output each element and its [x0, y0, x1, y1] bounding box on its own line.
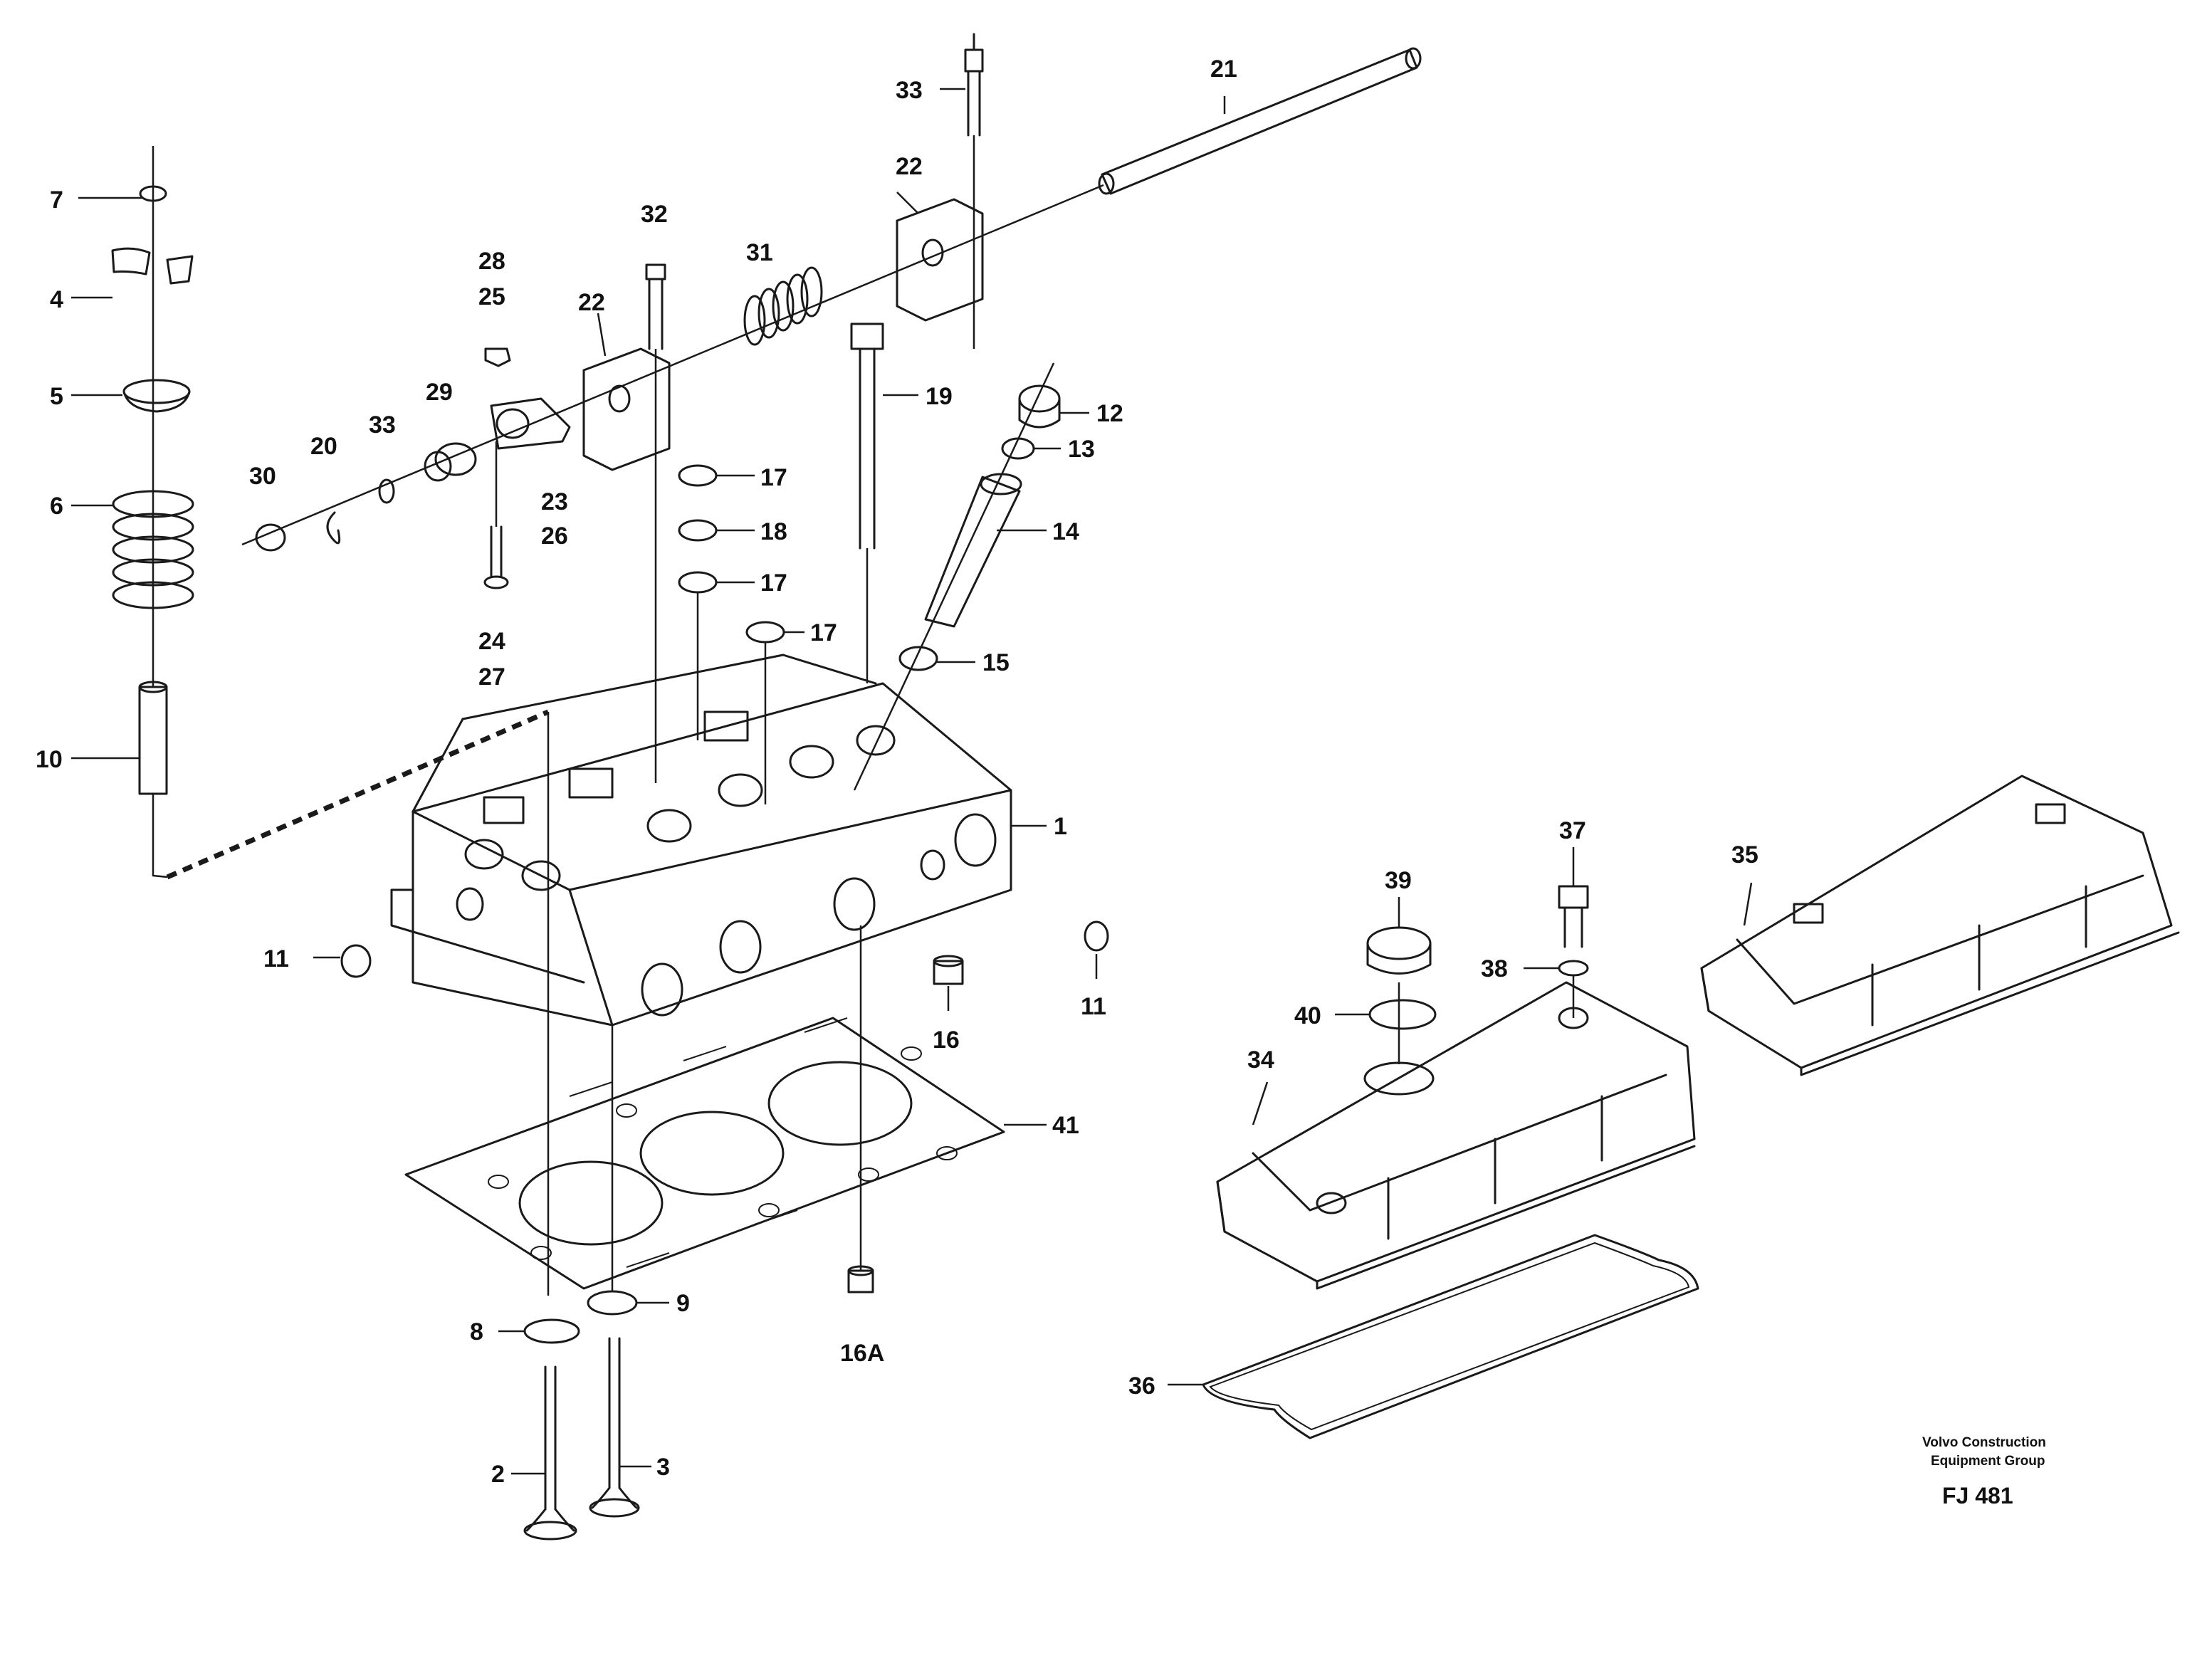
label-4: 4: [50, 286, 63, 313]
washer-33: [378, 478, 395, 504]
publisher-credit: Volvo Construction Equipment Group FJ 48…: [1922, 1435, 2046, 1508]
plug-11a: [340, 944, 372, 978]
label-13: 13: [1068, 436, 1095, 463]
valve-seal-8: [523, 1318, 580, 1344]
cylinder-head: [390, 654, 1012, 1027]
cover-bolt-37: [1558, 885, 1589, 948]
label-9: 9: [676, 1290, 690, 1317]
label-26: 26: [541, 523, 568, 550]
valve-cover-34: [1216, 981, 1696, 1290]
rocker-shaft-21: [1098, 47, 1422, 195]
label-3: 3: [656, 1454, 670, 1481]
label-2: 2: [491, 1461, 505, 1488]
valve-cover-35: [1700, 775, 2180, 1076]
label-8: 8: [470, 1318, 483, 1345]
label-24: 24: [478, 628, 505, 655]
label-12: 12: [1096, 400, 1123, 427]
label-41: 41: [1052, 1112, 1079, 1139]
circlip-20: [326, 511, 341, 545]
bushing-29: [424, 442, 477, 482]
washer-18: [678, 519, 718, 542]
label-1: 1: [1054, 813, 1067, 840]
label-33a: 33: [369, 411, 396, 439]
label-30: 30: [249, 463, 276, 490]
collet-4: [111, 247, 151, 276]
head-gasket: [404, 1017, 1005, 1290]
label-6: 6: [50, 493, 63, 520]
rocker-bracket-22b: [896, 198, 984, 322]
label-10: 10: [36, 746, 63, 773]
washer-17a: [678, 464, 718, 487]
valve-seal-9: [587, 1290, 638, 1316]
credit-line2: Equipment Group: [1931, 1454, 2045, 1469]
valve-guide-10: [138, 681, 168, 795]
label-22a: 22: [578, 289, 605, 316]
label-20: 20: [310, 433, 337, 460]
label-17c: 17: [810, 619, 837, 646]
collet-4b: [166, 255, 194, 285]
plug-30: [255, 523, 286, 552]
label-11a: 11: [263, 945, 289, 972]
label-14: 14: [1052, 518, 1079, 545]
label-22b: 22: [896, 153, 923, 180]
label-36: 36: [1128, 1373, 1155, 1400]
cover-gasket-36: [1202, 1234, 1699, 1439]
cap-seal-40: [1368, 999, 1437, 1030]
label-28: 28: [478, 248, 505, 275]
label-37: 37: [1559, 817, 1586, 844]
nozzle-holder-12: [1018, 384, 1061, 429]
label-15: 15: [982, 649, 1010, 676]
label-17a: 17: [760, 464, 787, 491]
rocker-arm-23: [490, 397, 571, 450]
label-29: 29: [426, 379, 453, 406]
label-32: 32: [641, 201, 668, 228]
washer-17c: [745, 621, 785, 644]
nut-28: [484, 347, 511, 367]
label-19: 19: [926, 383, 953, 410]
label-7: 7: [50, 187, 63, 214]
leader-lines: [71, 88, 1753, 1475]
label-17b: 17: [760, 570, 787, 597]
seal-13: [1001, 437, 1035, 460]
label-38: 38: [1481, 955, 1508, 982]
label-16: 16: [933, 1027, 960, 1054]
label-27: 27: [478, 663, 505, 691]
bolt-32: [645, 263, 666, 350]
label-5: 5: [50, 383, 63, 410]
seal-15: [898, 646, 938, 671]
bolt-33: [964, 33, 984, 137]
nozzle-sleeve-14: [924, 473, 1022, 628]
label-25: 25: [478, 283, 505, 310]
credit-line1: Volvo Construction: [1922, 1435, 2046, 1450]
oil-cap-39: [1366, 926, 1432, 975]
label-34: 34: [1247, 1046, 1274, 1074]
washer-17b: [678, 571, 718, 594]
label-23: 23: [541, 488, 568, 515]
label-18: 18: [760, 518, 787, 545]
head-bolt-19: [850, 322, 884, 550]
label-16a: 16A: [840, 1340, 884, 1367]
adjust-screw-24: [483, 525, 509, 589]
label-35: 35: [1731, 841, 1758, 869]
exhaust-valve: [523, 1365, 577, 1541]
spacer-spring-31: [743, 266, 823, 346]
label-31: 31: [746, 239, 773, 266]
figure-code: FJ 481: [1942, 1483, 2013, 1508]
sleeve-16: [933, 955, 964, 985]
label-40: 40: [1294, 1002, 1321, 1029]
part-labels: 7 4 5 6 10 11 11 1 12 13 14 15 16 16A 17…: [36, 56, 1758, 1488]
plug-11b: [1084, 920, 1109, 952]
spring-retainer-5: [122, 379, 191, 413]
label-21: 21: [1210, 56, 1237, 83]
washer-38: [1558, 960, 1589, 977]
intake-valve: [589, 1337, 640, 1518]
rocker-bracket-22a: [582, 347, 671, 471]
label-33b: 33: [896, 77, 923, 104]
label-11b: 11: [1081, 993, 1106, 1020]
label-39: 39: [1385, 867, 1412, 894]
